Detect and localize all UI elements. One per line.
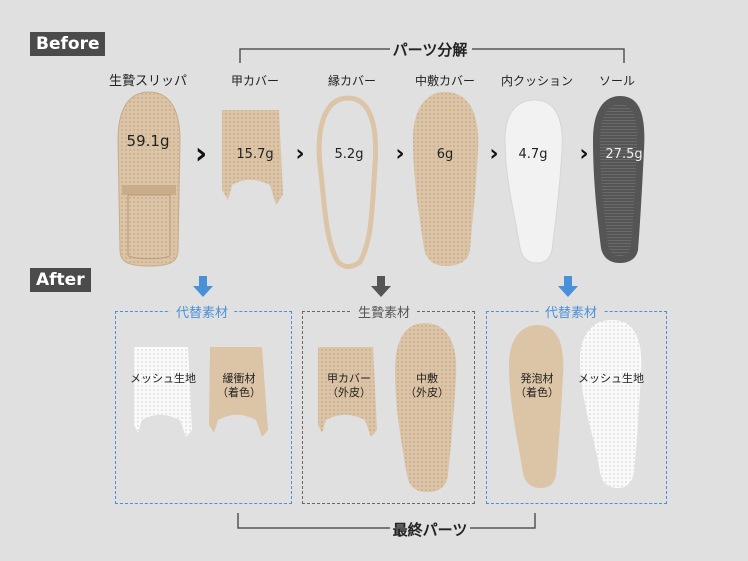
down-arrow-icon (371, 276, 391, 297)
cushion-upper-image (209, 347, 268, 437)
chevron-right-icon: › (295, 141, 305, 167)
part-name: 生贄スリッパ (108, 74, 188, 89)
group-box-alternative (115, 311, 292, 504)
group-box-original (302, 311, 475, 504)
sole-image (593, 96, 645, 263)
slipper-image (117, 91, 181, 267)
part-label: メッシュ生地 (130, 372, 196, 385)
part-weight: 4.7g (518, 147, 548, 162)
decompose-bracket (239, 48, 390, 63)
part-label: 緩衝材（着色） (217, 372, 261, 399)
down-arrow-icon (558, 276, 578, 297)
chevron-right-icon: › (395, 141, 405, 167)
original-upper-image (318, 347, 377, 437)
final-title: 最終パーツ (392, 521, 468, 539)
after-label: After (30, 268, 91, 292)
part-weight: 15.7g (236, 147, 274, 162)
group-title: 代替素材 (538, 302, 604, 321)
original-insole-image (395, 323, 457, 492)
final-bracket (237, 513, 390, 529)
before-label: Before (30, 32, 106, 56)
part-label: 発泡材（着色） (515, 372, 559, 399)
part-name: 中敷カバー (414, 74, 476, 88)
part-label: 中敷（外皮） (405, 372, 449, 399)
part-weight: 27.5g (605, 147, 643, 162)
part-label: メッシュ生地 (578, 372, 644, 385)
group-box-alternative (486, 311, 667, 504)
part-weight: 5.2g (334, 147, 364, 162)
foam-insole-image (509, 325, 564, 488)
inner-cushion-image (504, 99, 563, 264)
part-label: 甲カバー（外皮） (327, 372, 371, 399)
part-weight: 6g (436, 147, 454, 162)
down-arrow-icon (193, 276, 213, 297)
part-weight: 59.1g (126, 132, 170, 150)
part-name: ソール (598, 74, 636, 88)
upper-cover-image (222, 110, 283, 205)
mesh-insole-image (580, 320, 642, 488)
rim-cover-image (316, 95, 379, 269)
part-name: 甲カバー (230, 74, 280, 88)
group-title: 生贄素材 (351, 302, 417, 321)
part-name: 内クッション (500, 74, 574, 88)
decompose-title: パーツ分解 (392, 41, 468, 59)
chevron-right-icon: › (194, 136, 208, 172)
group-title: 代替素材 (169, 302, 235, 321)
part-name: 縁カバー (327, 74, 377, 88)
mesh-upper-image (134, 347, 192, 437)
insole-cover-image (413, 92, 479, 266)
chevron-right-icon: › (489, 141, 499, 167)
chevron-right-icon: › (579, 141, 589, 167)
